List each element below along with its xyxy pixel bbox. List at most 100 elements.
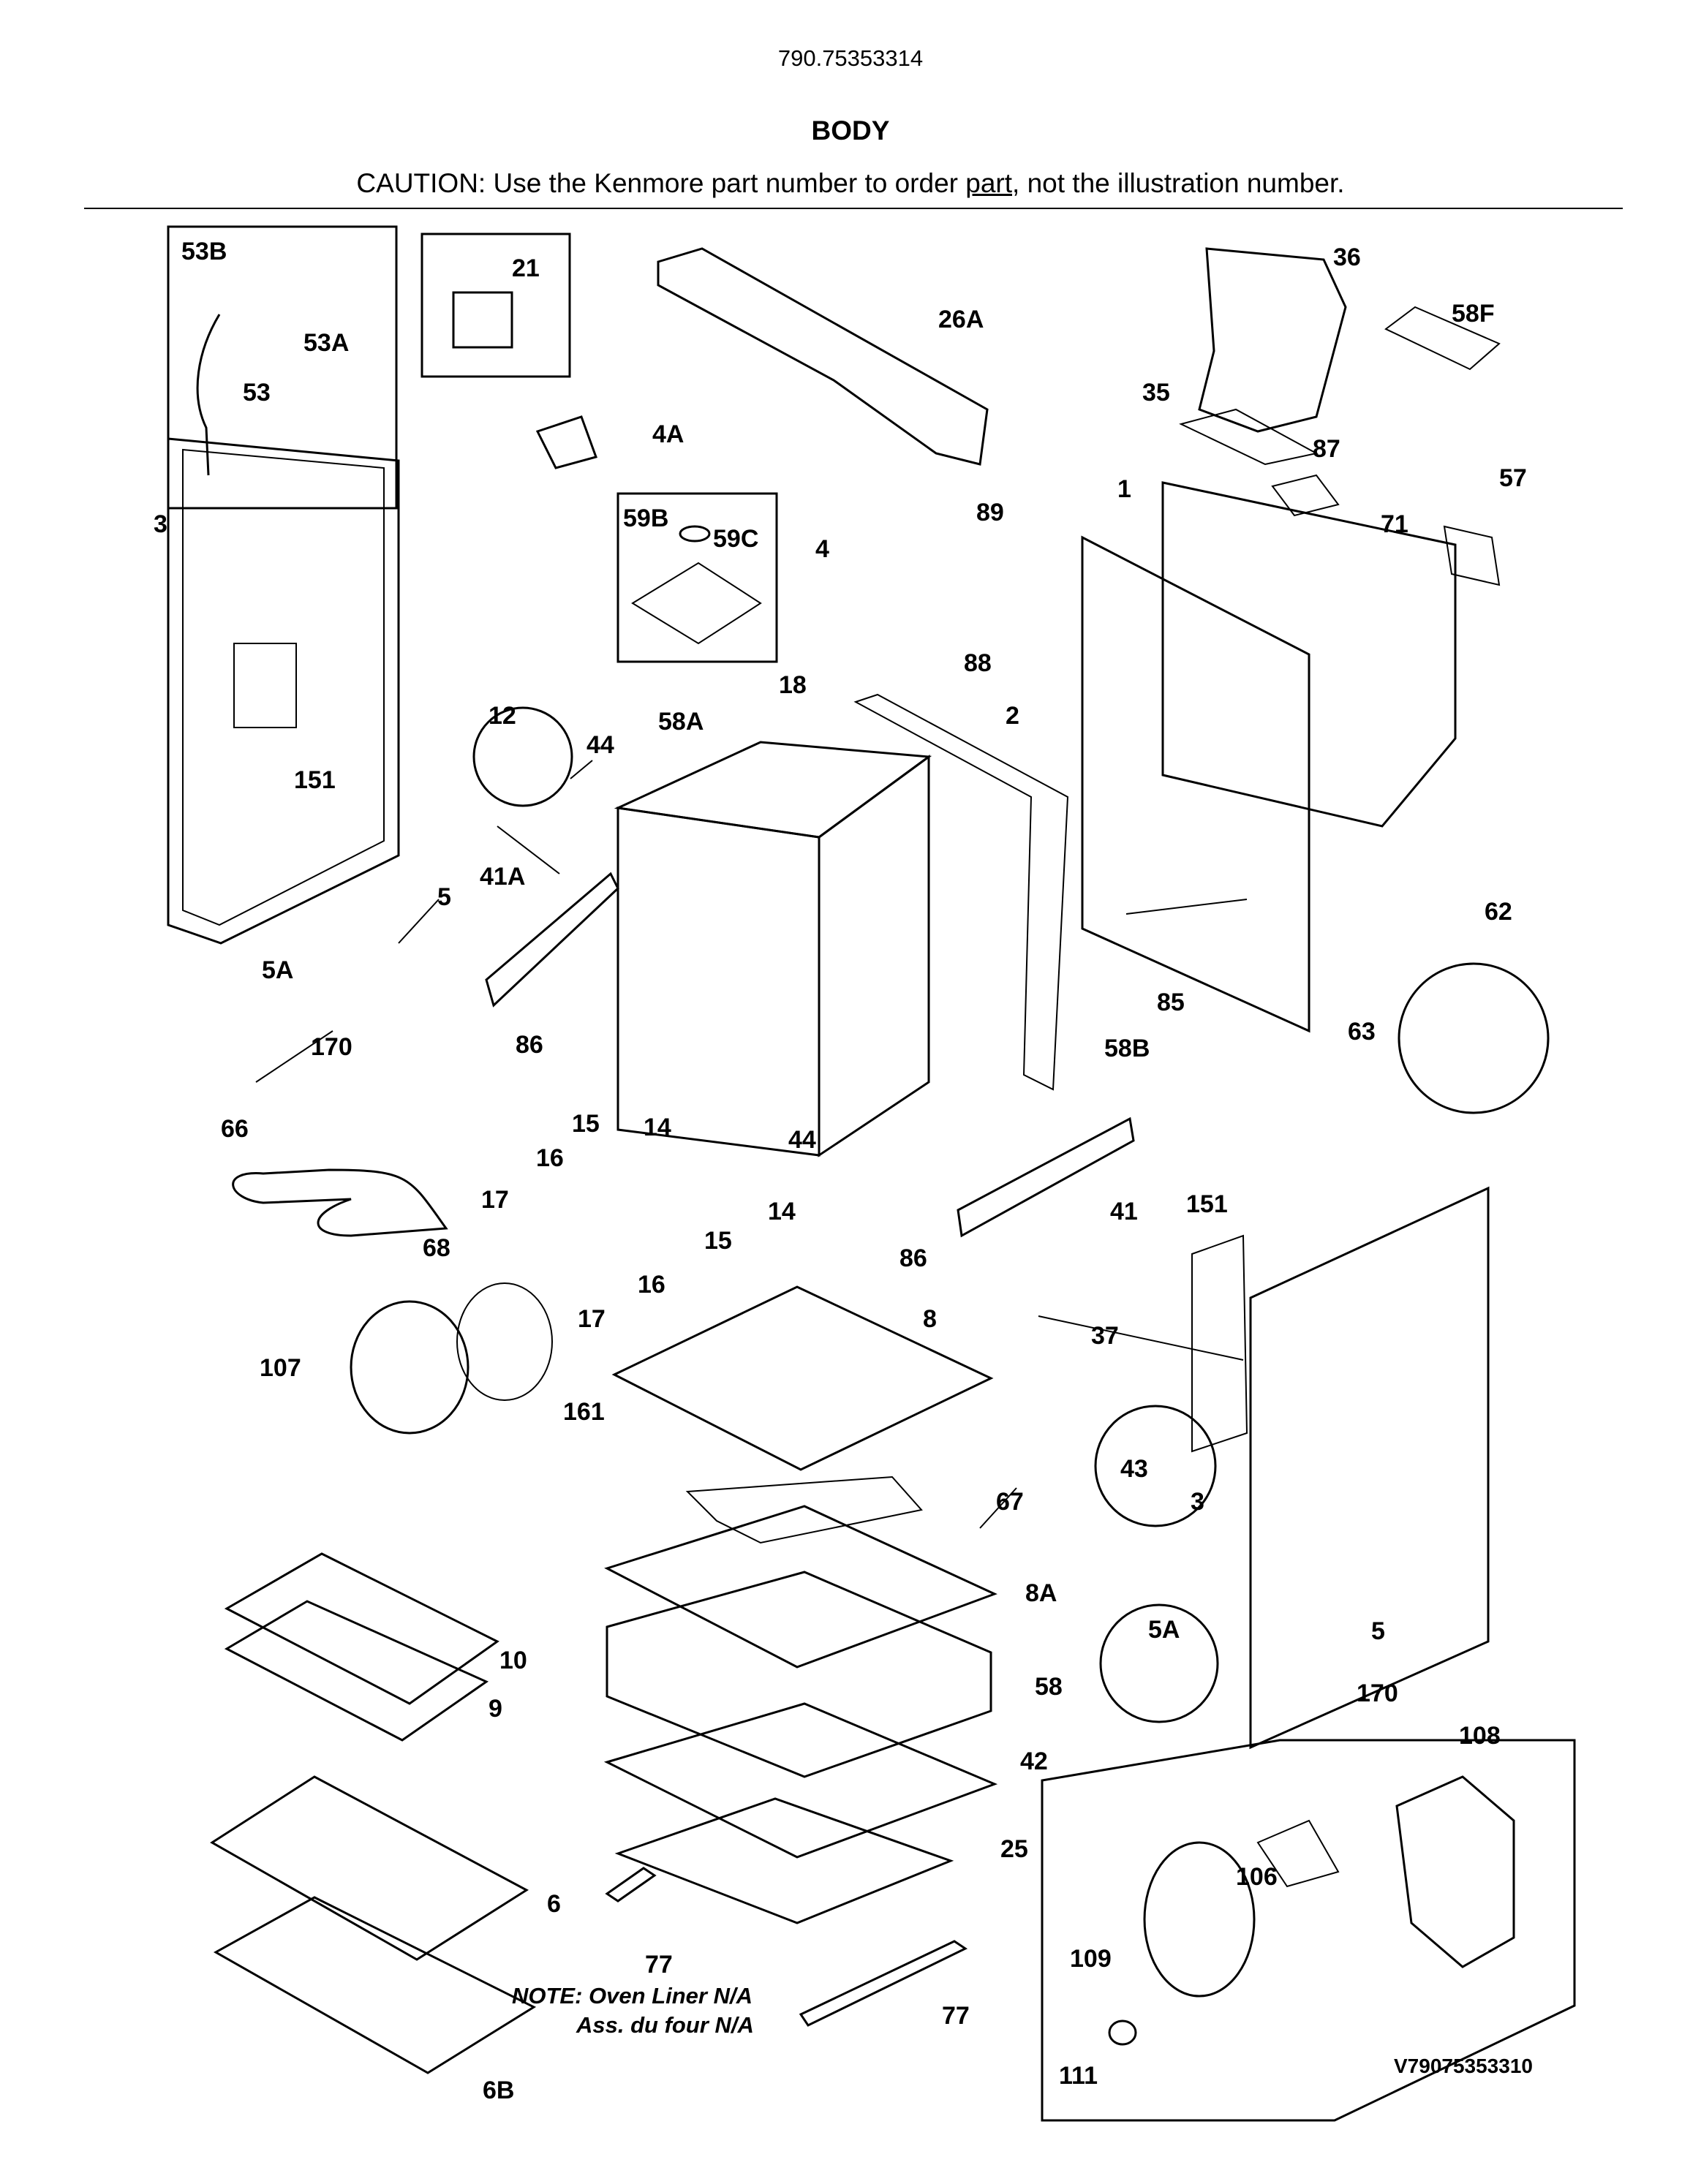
part-label: 17	[578, 1305, 606, 1333]
part-label: 71	[1381, 510, 1408, 538]
part-label: 16	[638, 1271, 665, 1299]
drawing-code: V79075353310	[1394, 2055, 1533, 2077]
insulation-58B	[853, 693, 1069, 1091]
part-label: 21	[512, 254, 540, 282]
oven-rack-6	[210, 1775, 529, 1961]
part-label: 17	[481, 1186, 509, 1214]
part-label: 10	[499, 1647, 527, 1674]
part-label: 36	[1333, 243, 1361, 271]
part-label: 107	[260, 1354, 301, 1382]
part-label: 77	[645, 1951, 673, 1979]
rail-41	[957, 1116, 1135, 1238]
part-label: 43	[1120, 1455, 1148, 1483]
part-label: 6	[547, 1890, 561, 1918]
part-label: 53B	[181, 238, 227, 265]
rear-panel-71	[1161, 481, 1457, 828]
part-label: 9	[489, 1695, 502, 1723]
part-label: 109	[1070, 1945, 1112, 1973]
part-label: 170	[311, 1033, 352, 1061]
part-label: 67	[996, 1488, 1024, 1516]
top-frame-26A	[657, 247, 989, 466]
part-label: 4A	[652, 420, 684, 448]
part-label: 77	[942, 2002, 970, 2030]
part-label: 62	[1485, 898, 1512, 926]
part-label: 25	[1000, 1835, 1028, 1863]
part-label: 85	[1157, 989, 1185, 1016]
rail-41A	[485, 872, 619, 1008]
magnifier-5A	[1099, 1603, 1219, 1723]
part-label: 4	[815, 535, 829, 563]
ring-161	[456, 1282, 553, 1401]
rail-77-left	[605, 1867, 657, 1903]
model-number: 790.75353314	[777, 45, 924, 71]
part-label: 111	[1059, 2062, 1098, 2090]
part-label: 89	[976, 499, 1004, 526]
bracket-4A	[535, 415, 597, 469]
vent-duct-36	[1198, 247, 1347, 433]
part-label: 41A	[480, 863, 525, 891]
inset-box-part-21	[420, 233, 571, 378]
part-label: 3	[1191, 1488, 1204, 1516]
part-21-shape	[452, 291, 513, 349]
part-label: 59C	[713, 525, 758, 553]
caution-suffix: , not the illustration number.	[1012, 168, 1345, 198]
part-label: 2	[1006, 702, 1019, 730]
part-label: 16	[536, 1144, 564, 1172]
broiler-grid-10	[224, 1552, 499, 1705]
caution-text: CAUTION: Use the Kenmore part number to …	[0, 168, 1701, 199]
part-label: 15	[704, 1227, 732, 1255]
gasket-35	[1179, 408, 1319, 466]
side-panel-left	[167, 437, 400, 945]
inset-box-sensor	[167, 225, 398, 510]
part-label: 58B	[1104, 1035, 1150, 1062]
part-label: 14	[644, 1114, 671, 1141]
fan-blade-109	[1143, 1841, 1256, 1998]
magnifier-62	[1398, 962, 1550, 1114]
part-label: 151	[294, 766, 336, 794]
part-label: 53	[243, 379, 271, 407]
side-panel-right	[1249, 1186, 1490, 1750]
part-label: 42	[1020, 1747, 1048, 1775]
bottom-panel-8	[611, 1285, 994, 1471]
plate-87	[1271, 474, 1340, 517]
plate-59C	[631, 562, 762, 645]
bracket-151-right	[1191, 1234, 1248, 1453]
note-line-1: NOTE: Oven Liner N/A	[512, 1983, 753, 2009]
oven-liner-note: NOTE: Oven Liner N/A Ass. du four N/A	[512, 1981, 754, 2040]
sensor-53	[196, 314, 221, 476]
part-label: 63	[1348, 1018, 1376, 1046]
rear-panel-1	[1081, 535, 1310, 1033]
motor-108	[1395, 1775, 1515, 1968]
rail-77-right	[799, 1940, 968, 2027]
oven-cavity	[614, 741, 932, 1157]
broiler-pan-9	[224, 1600, 489, 1742]
part-label: 35	[1142, 379, 1170, 407]
part-label: 161	[563, 1398, 605, 1426]
magnifier-12	[472, 706, 573, 807]
note-line-2: Ass. du four N/A	[576, 2012, 754, 2038]
magnifier-43	[1094, 1405, 1217, 1527]
part-label: 18	[779, 671, 807, 699]
inset-box-59	[616, 492, 778, 663]
panel-42	[603, 1702, 998, 1859]
part-label: 12	[489, 702, 516, 730]
part-label: 44	[788, 1126, 816, 1154]
part-label: 8A	[1025, 1579, 1057, 1607]
part-label: 57	[1499, 464, 1527, 492]
part-label: 59B	[623, 505, 668, 532]
bake-element-66	[232, 1168, 448, 1237]
part-label: 68	[423, 1234, 450, 1262]
part-label: 66	[221, 1115, 249, 1143]
header-rule	[84, 208, 1623, 209]
part-label: 14	[768, 1198, 796, 1225]
part-label: 37	[1091, 1322, 1119, 1350]
part-label: 44	[587, 731, 614, 759]
part-label: 26A	[938, 306, 984, 333]
part-label: 58F	[1452, 300, 1495, 328]
part-label: 151	[1186, 1190, 1228, 1218]
part-label: 8	[923, 1305, 937, 1333]
caution-underlined: part	[965, 168, 1013, 198]
part-label: 106	[1236, 1863, 1278, 1891]
part-label: 5	[1371, 1617, 1385, 1645]
